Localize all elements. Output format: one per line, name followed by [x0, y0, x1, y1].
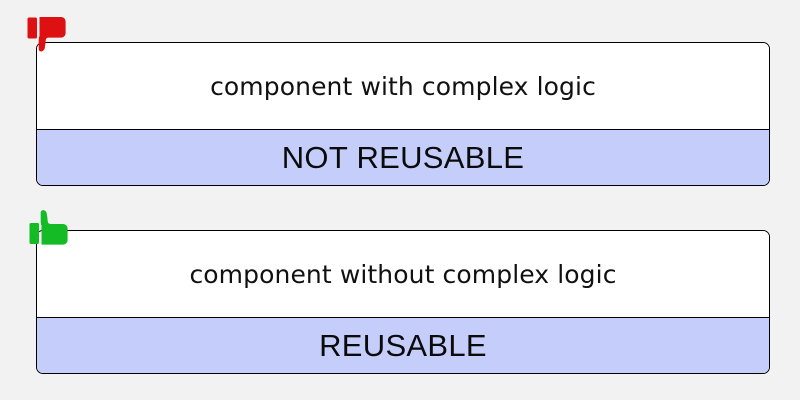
card-title-not-reusable: component with complex logic — [210, 72, 596, 101]
banner-reusable: REUSABLE — [37, 317, 769, 373]
card-title-reusable: component without complex logic — [189, 260, 617, 289]
banner-label-not-reusable: NOT REUSABLE — [281, 140, 525, 175]
banner-label-reusable: REUSABLE — [319, 328, 487, 363]
card-reusable[interactable]: component without complex logic REUSABLE — [36, 230, 770, 374]
card-title-area-reusable: component without complex logic — [37, 231, 769, 318]
card-title-area-not-reusable: component with complex logic — [37, 43, 769, 130]
banner-not-reusable: NOT REUSABLE — [37, 129, 769, 185]
thumbs-down-icon — [26, 12, 72, 60]
card-not-reusable[interactable]: component with complex logic NOT REUSABL… — [36, 42, 770, 186]
thumbs-up-icon — [28, 202, 74, 250]
